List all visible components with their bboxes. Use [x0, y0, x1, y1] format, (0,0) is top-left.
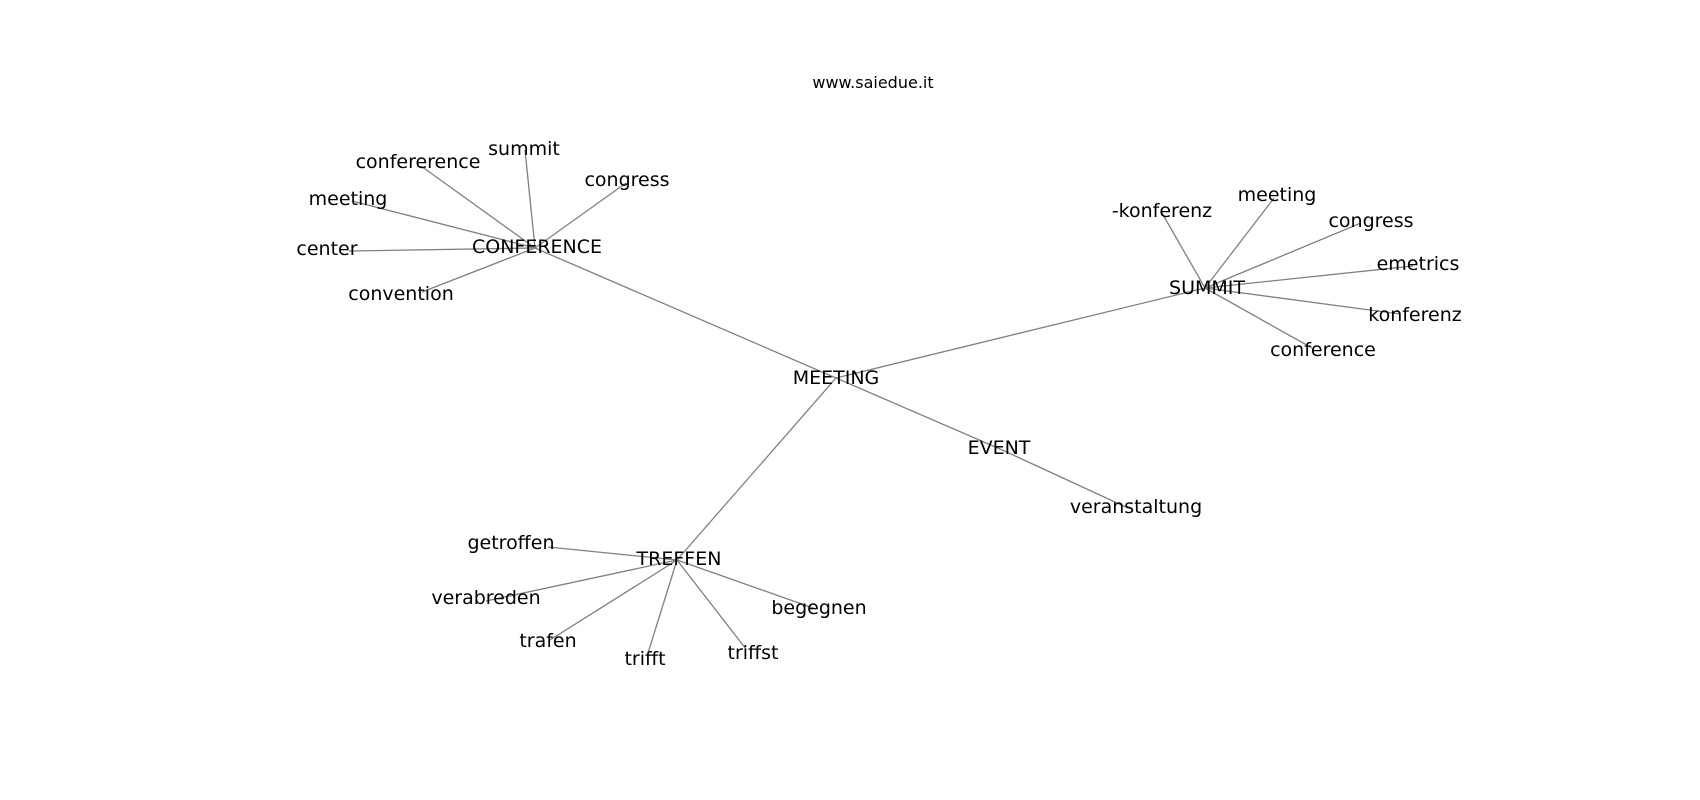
edge-summit-hub-to-s-konferenz-dash: [1161, 212, 1206, 289]
node-label-t-trafen: trafen: [519, 630, 576, 652]
node-label-t-getroffen: getroffen: [467, 532, 554, 554]
edge-summit-hub-to-s-emetrics: [1204, 265, 1414, 289]
edge-meeting-hub-to-event-hub: [835, 377, 1001, 450]
node-label-t-verabreden: verabreden: [431, 587, 540, 609]
edge-treffen-hub-to-t-begegnen: [676, 559, 817, 610]
node-label-c-meeting: meeting: [309, 188, 388, 210]
edge-conference-hub-to-c-congress: [534, 182, 627, 249]
node-label-s-congress: congress: [1328, 210, 1413, 232]
node-label-c-center: center: [296, 238, 357, 260]
site-title: www.saiedue.it: [812, 73, 933, 92]
node-label-s-meeting: meeting: [1238, 184, 1317, 206]
node-label-s-emetrics: emetrics: [1377, 253, 1460, 275]
edge-conference-hub-to-c-center: [348, 247, 536, 252]
edge-treffen-hub-to-t-trifft: [647, 559, 678, 654]
edge-summit-hub-to-s-congress: [1204, 222, 1362, 289]
node-label-t-triffst: triffst: [728, 642, 779, 664]
node-label-t-trifft: trifft: [624, 648, 665, 670]
edge-meeting-hub-to-treffen-hub: [676, 377, 837, 561]
node-label-c-convention: convention: [348, 283, 453, 305]
node-label-s-konferenz-dash: -konferenz: [1112, 200, 1212, 222]
edge-meeting-hub-to-summit-hub: [835, 287, 1206, 379]
edge-treffen-hub-to-t-trafen: [549, 559, 678, 641]
node-label-summit-hub: SUMMIT: [1169, 277, 1245, 299]
edge-conference-hub-to-c-summit: [524, 149, 536, 249]
edge-treffen-hub-to-t-getroffen: [547, 546, 678, 561]
node-label-event-hub: EVENT: [968, 437, 1031, 459]
node-label-treffen-hub: TREFFEN: [636, 548, 722, 570]
edge-conference-hub-to-c-convention: [421, 247, 536, 293]
edge-meeting-hub-to-conference-hub: [534, 247, 837, 379]
edge-treffen-hub-to-t-triffst: [676, 559, 747, 650]
node-label-t-begegnen: begegnen: [771, 597, 866, 619]
edge-layer: [348, 149, 1414, 654]
edge-treffen-hub-to-t-verabreden: [485, 559, 678, 602]
node-label-conference-hub: CONFERENCE: [472, 236, 602, 258]
label-layer: MEETING CONFERENCE SUMMIT EVENT TREFFEN confe…: [296, 138, 1461, 670]
node-label-s-konferenz: konferenz: [1368, 304, 1461, 326]
node-label-meeting-hub: MEETING: [793, 367, 880, 389]
edge-summit-hub-to-s-konferenz: [1204, 287, 1401, 315]
node-label-s-conference: conference: [1270, 339, 1376, 361]
edge-conference-hub-to-c-meeting: [351, 200, 536, 249]
edge-conference-hub-to-c-confererence: [420, 165, 536, 249]
edge-summit-hub-to-s-conference: [1204, 287, 1313, 349]
node-label-c-summit: summit: [488, 138, 560, 160]
edge-event-hub-to-e-veranstaltung: [999, 448, 1129, 509]
node-label-e-veranstaltung: veranstaltung: [1070, 496, 1202, 518]
node-label-c-confererence: confererence: [356, 151, 481, 173]
node-label-c-congress: congress: [584, 169, 669, 191]
edge-summit-hub-to-s-meeting: [1204, 197, 1275, 289]
